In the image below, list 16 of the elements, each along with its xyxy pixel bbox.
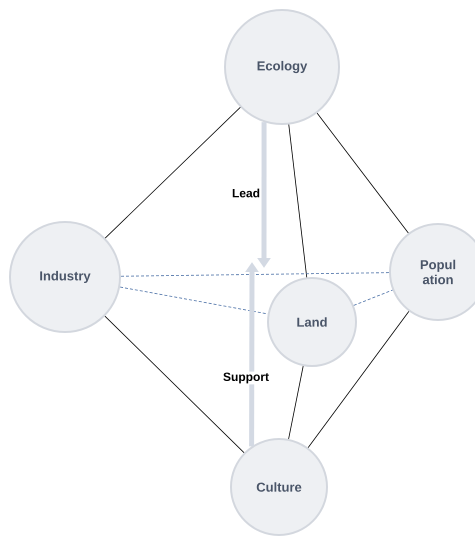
connector-line	[308, 311, 410, 448]
connector-line	[120, 286, 268, 314]
connector-line	[104, 316, 244, 454]
circle-node: Industry	[9, 221, 121, 333]
edge-label: Lead	[231, 188, 261, 198]
connector-line	[288, 124, 308, 278]
circle-node: Culture	[230, 438, 328, 536]
connector-line	[104, 106, 241, 238]
connector-line	[120, 272, 390, 277]
circle-node: Popul ation	[389, 223, 475, 321]
edge-label: Support	[222, 372, 270, 384]
connector-line	[353, 290, 393, 306]
connector-line	[288, 366, 304, 440]
circle-node: Ecology	[224, 9, 340, 125]
circle-node: Land	[267, 277, 357, 367]
connector-line	[316, 112, 409, 234]
